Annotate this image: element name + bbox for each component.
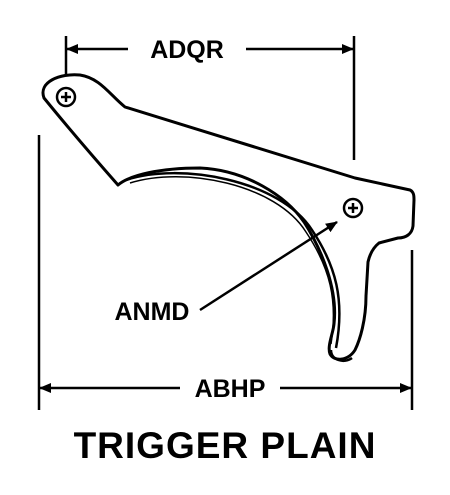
right-pivot-hole [342, 197, 364, 219]
top-dimension-label: ADQR [150, 36, 224, 64]
callout-label: ANMD [115, 298, 190, 326]
trigger-tip [329, 349, 353, 362]
trigger-outline [41, 73, 416, 361]
trigger-blade-edge [125, 171, 341, 349]
bottom-dimension-label: ABHP [195, 375, 266, 403]
callout-leader-line [199, 220, 338, 312]
diagram-title: TRIGGER PLAIN [74, 425, 377, 466]
trigger-blade-edge-inner [129, 176, 335, 345]
left-pivot-hole [55, 86, 77, 108]
extension-lines [37, 36, 414, 410]
